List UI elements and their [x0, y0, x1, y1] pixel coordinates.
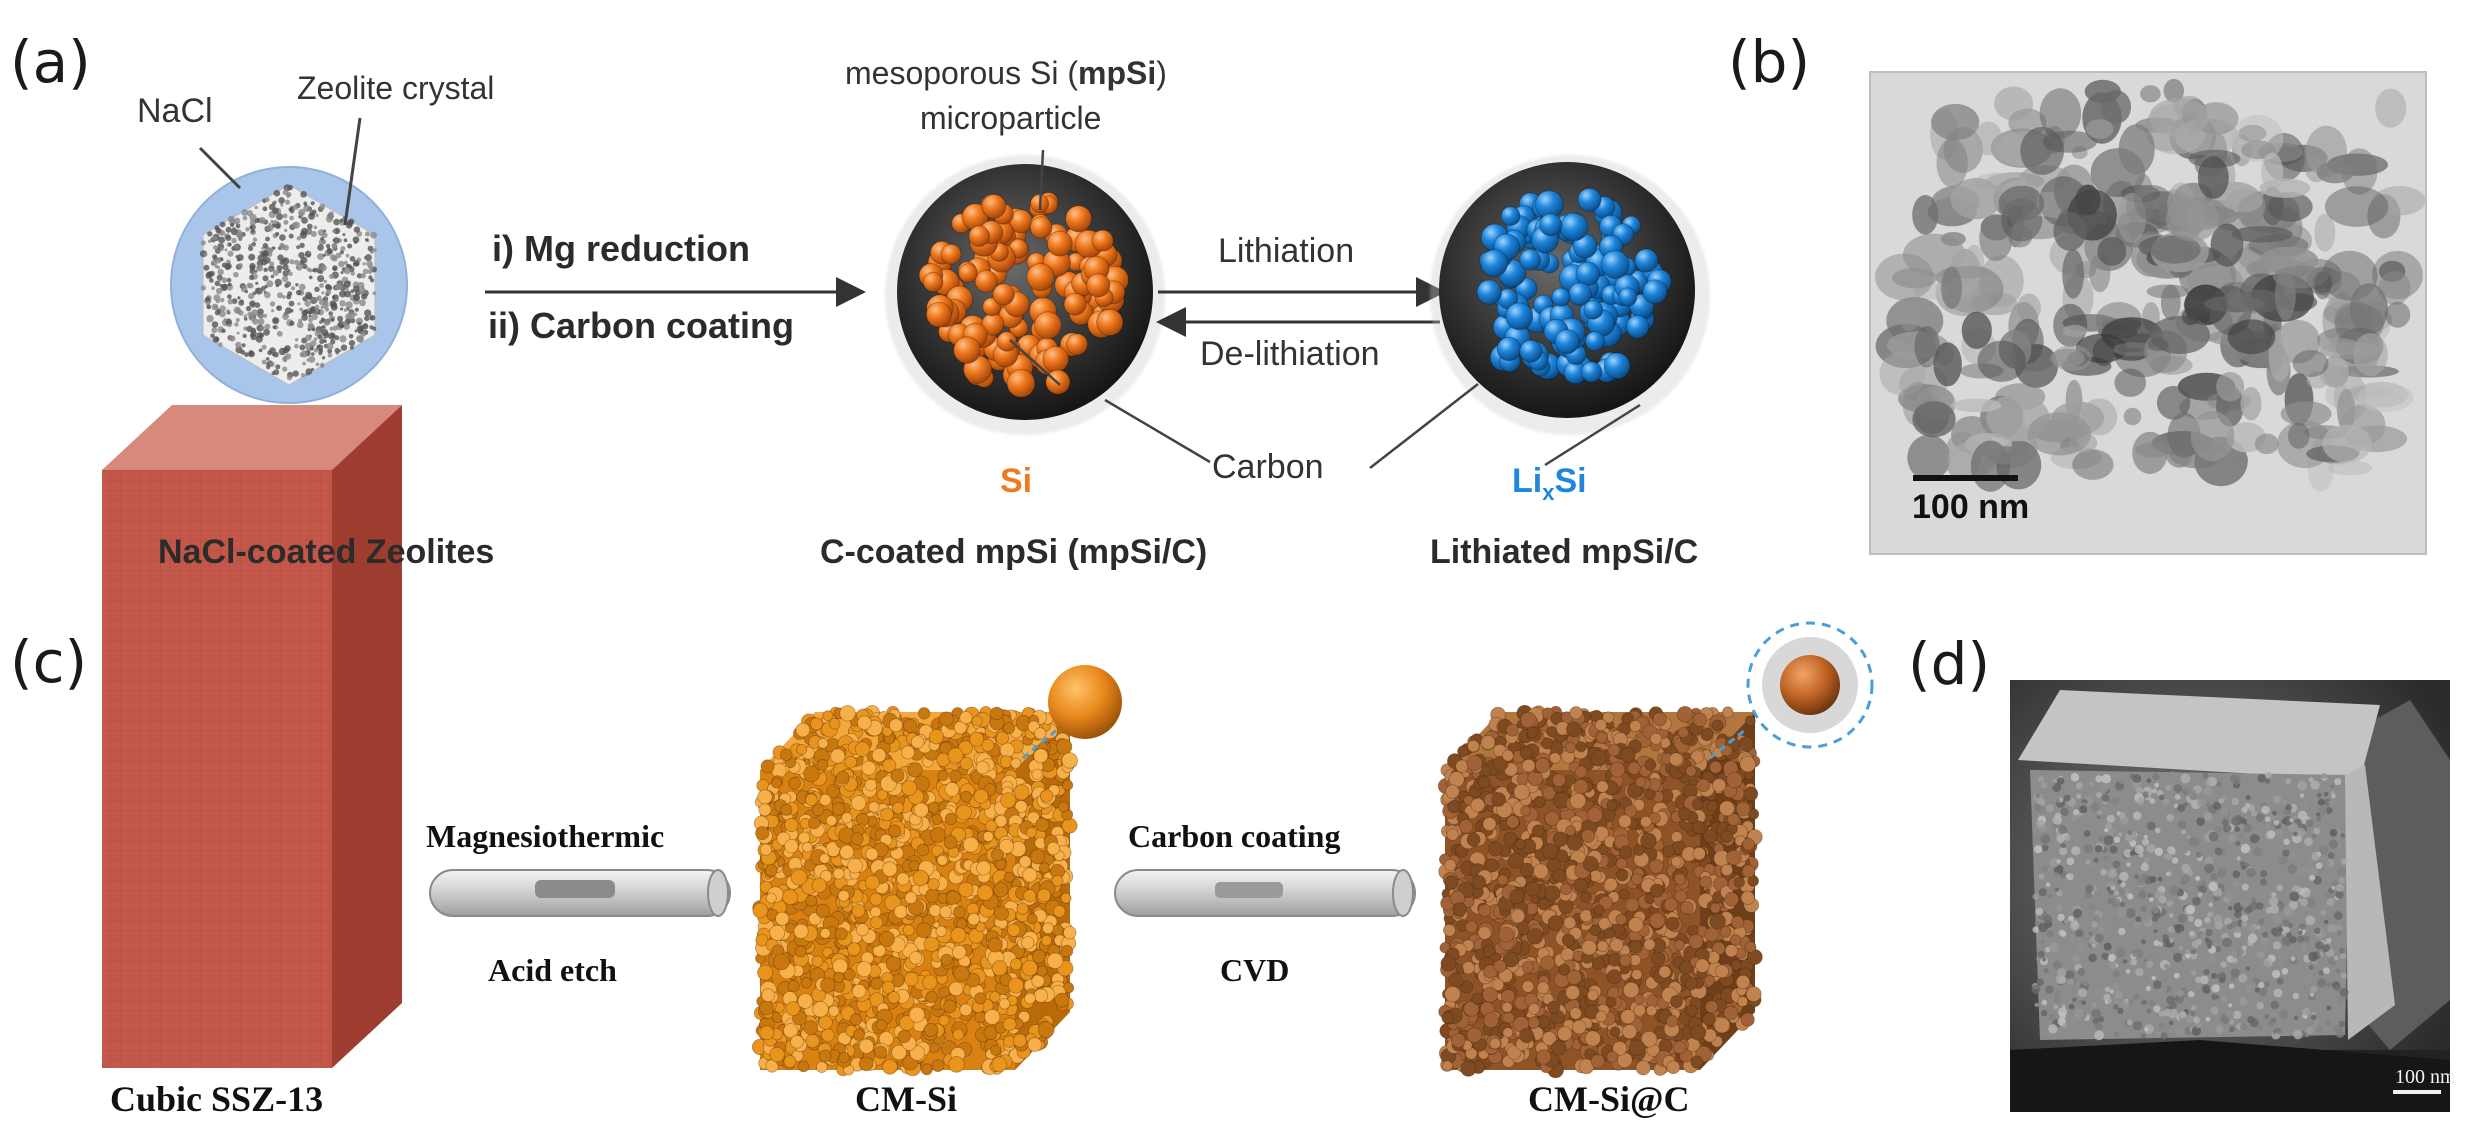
panel-a-carbon-pointers	[1009, 149, 1641, 469]
caption-lithiated-mpsi: Lithiated mpSi/C	[1430, 533, 1699, 571]
tem-scale-bar-label: 100 nm	[1912, 488, 2030, 526]
panel-c-ssz13-cube	[102, 405, 402, 1068]
panel-c-cmsic-cube	[1437, 621, 1874, 1079]
lixsi-sub: x	[1542, 479, 1555, 505]
panel-label-b: (b)	[1728, 28, 1811, 96]
panel-d-sem-image	[2010, 680, 2450, 1112]
caption-c-coated-mpsi: C-coated mpSi (mpSi/C)	[820, 533, 1208, 571]
acid-etch-label: Acid etch	[488, 952, 617, 988]
mpsi-label-bold: mpSi	[1077, 55, 1157, 91]
caption-cm-si-at-c: CM-Si@C	[1528, 1079, 1690, 1119]
panel-c-cmsi-cube	[751, 665, 1122, 1077]
carbon-label: Carbon	[1212, 448, 1324, 486]
step-mg-reduction: i) Mg reduction	[492, 228, 750, 269]
lithiation-label: Lithiation	[1218, 232, 1355, 270]
carbon-coating-label: Carbon coating	[1128, 818, 1341, 854]
mpsi-label-post: )	[1156, 55, 1167, 91]
lixsi-pre: Li	[1512, 462, 1543, 500]
delithiation-label: De-lithiation	[1200, 335, 1380, 373]
panel-a-nacl-zeolite	[170, 117, 408, 404]
panel-a-lithiation-arrows	[1156, 277, 1446, 337]
sem-scale-bar-label: 100 nm	[2395, 1066, 2456, 1088]
lixsi-label: LixSi	[1512, 462, 1587, 506]
panel-label-d: (d)	[1908, 630, 1991, 698]
cvd-label: CVD	[1220, 952, 1290, 988]
mpsi-label-pre: mesoporous Si (	[845, 55, 1078, 91]
microparticle-label: microparticle	[920, 100, 1102, 136]
caption-nacl-coated-zeolites: NaCl-coated Zeolites	[158, 533, 495, 571]
panel-c-tube-1	[429, 869, 731, 917]
panel-c-tube-2	[1114, 869, 1416, 917]
panel-label-c: (c)	[10, 628, 88, 696]
si-label: Si	[1000, 462, 1033, 500]
caption-cm-si: CM-Si	[855, 1079, 957, 1119]
mpsi-label-line1: mesoporous Si (mpSi)	[845, 55, 1167, 92]
caption-cubic-ssz13: Cubic SSZ-13	[110, 1079, 324, 1119]
zeolite-crystal-label: Zeolite crystal	[297, 70, 495, 106]
panel-a-mpsi-particle	[885, 155, 1165, 435]
panel-b-tem-image	[1869, 71, 2427, 555]
nacl-label: NaCl	[137, 92, 213, 130]
panel-a-lithiated-particle	[1430, 155, 1710, 435]
panel-label-a: (a)	[10, 28, 91, 96]
lixsi-post: Si	[1554, 462, 1587, 500]
step-carbon-coating: ii) Carbon coating	[488, 305, 794, 346]
magnesiothermic-label: Magnesiothermic	[426, 818, 665, 854]
